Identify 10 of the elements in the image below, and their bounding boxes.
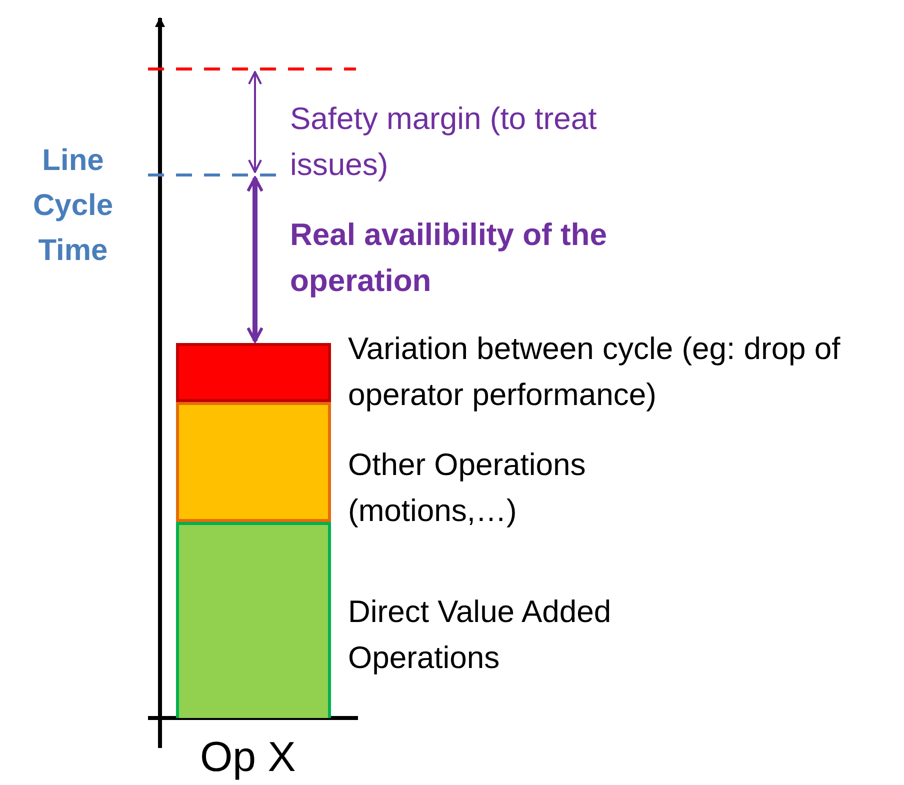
category-label: Op X bbox=[200, 732, 296, 782]
margin-label: Safety margin (to treat issues) bbox=[290, 100, 598, 184]
bar-segment bbox=[176, 343, 331, 402]
axis-title: Line Cycle Time bbox=[32, 143, 114, 269]
segment-caption: Direct Value Added Operations bbox=[348, 593, 612, 677]
bar-segment bbox=[176, 402, 331, 522]
availability-label: Real availibility of the operation bbox=[290, 216, 608, 300]
segment-caption: Variation between cycle (eg: drop of operator performance) bbox=[348, 330, 842, 414]
segment-caption: Other Operations (motions,…) bbox=[348, 446, 587, 530]
bar-segment bbox=[176, 522, 331, 718]
